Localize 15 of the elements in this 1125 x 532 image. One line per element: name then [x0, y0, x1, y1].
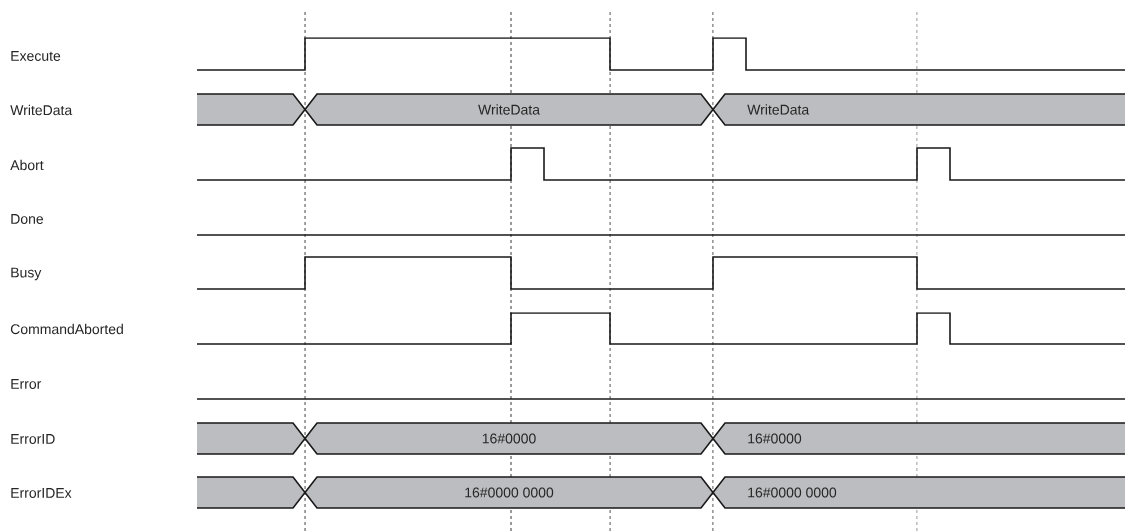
bus-segment: 16#0000 0000 — [712, 476, 1125, 509]
signal-name: ErrorID — [11, 434, 55, 444]
signal-name: CommandAborted — [10, 323, 123, 335]
signal-name: ErrorIDEx — [11, 488, 72, 498]
bus-segment: WriteData — [712, 93, 1125, 126]
signal-name: Busy — [11, 267, 42, 281]
signal-name: Done — [11, 214, 44, 224]
signal-name: Error — [11, 379, 42, 389]
signal-name: WriteData — [10, 104, 73, 116]
bus-segment: 16#0000 — [712, 422, 1125, 455]
bus-segment — [196, 93, 306, 126]
signal-name: Execute — [11, 51, 61, 61]
bus-segment — [196, 422, 306, 455]
bus-segment — [196, 476, 306, 509]
signal-name: Abort — [10, 159, 44, 171]
